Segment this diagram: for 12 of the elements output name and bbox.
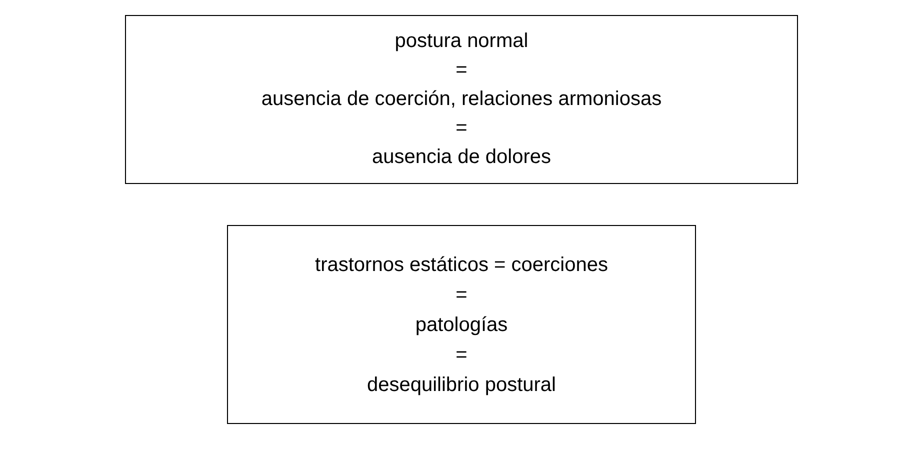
box-text: postura normal xyxy=(394,29,528,54)
box-text: desequilibrio postural xyxy=(366,372,556,398)
box-text: = xyxy=(456,58,468,83)
box-text: = xyxy=(456,342,468,368)
text-box xyxy=(125,15,798,184)
box-text: = xyxy=(456,282,468,308)
box-text: ausencia de coerción, relaciones armoniosas xyxy=(261,87,662,112)
box-text: = xyxy=(456,116,468,141)
text-box xyxy=(227,225,696,424)
box-text: ausencia de dolores xyxy=(372,145,551,170)
box-text: trastornos estáticos = coerciones xyxy=(315,252,608,278)
box-text: patologías xyxy=(415,312,508,338)
